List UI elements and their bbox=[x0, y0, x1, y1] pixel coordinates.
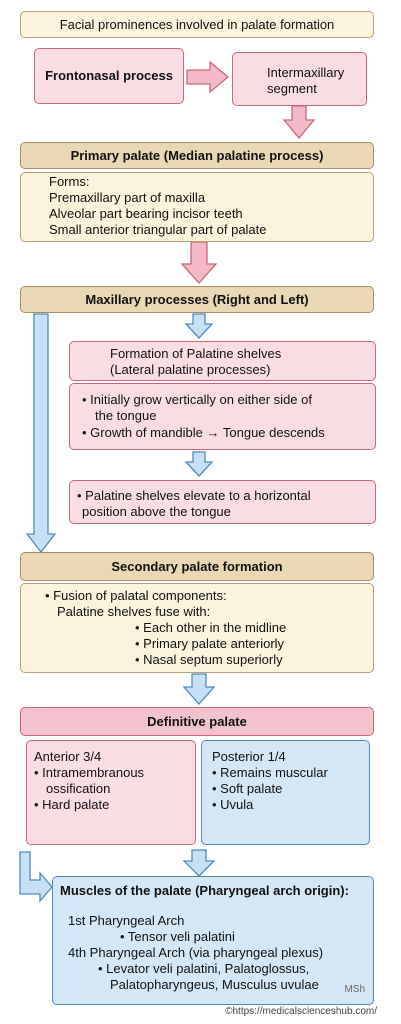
shelves-title-line: Formation of Palatine shelves bbox=[110, 346, 282, 361]
diagram-title-box: Facial prominences involved in palate fo… bbox=[20, 11, 374, 38]
secondary-palate-header: Secondary palate formation bbox=[20, 552, 374, 581]
secondary-item: • Each other in the midline bbox=[135, 620, 287, 635]
signature: MSh bbox=[344, 984, 365, 995]
anterior-box: Anterior 3/4 • Intramembranous ossificat… bbox=[26, 740, 196, 845]
arrow-down-pink bbox=[282, 105, 316, 140]
arrow-down-blue bbox=[182, 849, 216, 877]
arrow-right-pink bbox=[186, 60, 230, 94]
intermaxillary-line: segment bbox=[267, 81, 317, 96]
anterior-item: • Intramembranous bbox=[34, 765, 145, 780]
muscles-title: Muscles of the palate (Pharyngeal arch o… bbox=[60, 883, 349, 898]
primary-item: Small anterior triangular part of palate bbox=[49, 222, 267, 237]
anterior-item-cont: ossification bbox=[46, 781, 111, 796]
credit-text: ©https://medicalscienceshub.com/ bbox=[225, 1006, 377, 1017]
shelves-elevate-box: • Palatine shelves elevate to a horizont… bbox=[69, 480, 376, 524]
elevate-line: position above the tongue bbox=[82, 504, 231, 519]
arrow-long-left-blue bbox=[25, 313, 57, 554]
shelves-bullet: • Initially grow vertically on either si… bbox=[82, 392, 312, 407]
definitive-palate-title: Definitive palate bbox=[147, 713, 247, 729]
posterior-item: • Soft palate bbox=[212, 781, 283, 796]
arch4-item-cont: Palatopharyngeus, Musculus uvulae bbox=[110, 977, 319, 992]
secondary-palate-title: Secondary palate formation bbox=[111, 558, 283, 574]
shelves-bullet: • Growth of mandible → Tongue descends bbox=[82, 425, 325, 440]
forms-label: Forms: bbox=[49, 174, 90, 189]
primary-item: Premaxillary part of maxilla bbox=[49, 190, 206, 205]
primary-palate-body: Forms: Premaxillary part of maxilla Alve… bbox=[20, 172, 374, 242]
definitive-palate-header: Definitive palate bbox=[20, 707, 374, 736]
arch1-label: 1st Pharyngeal Arch bbox=[68, 913, 185, 928]
arrow-down-pink bbox=[180, 241, 218, 284]
maxillary-header: Maxillary processes (Right and Left) bbox=[20, 286, 374, 313]
frontonasal-label: Frontonasal process bbox=[45, 68, 173, 83]
arrow-bent-blue bbox=[19, 851, 53, 903]
anterior-item: • Hard palate bbox=[34, 797, 110, 812]
secondary-item: • Primary palate anteriorly bbox=[135, 636, 285, 651]
arch1-item: • Tensor veli palatini bbox=[120, 929, 235, 944]
shelves-bullet-cont: the tongue bbox=[95, 408, 157, 423]
arch4-item: • Levator veli palatini, Palatoglossus, bbox=[98, 961, 310, 976]
elevate-line: • Palatine shelves elevate to a horizont… bbox=[77, 488, 311, 503]
maxillary-title: Maxillary processes (Right and Left) bbox=[85, 291, 309, 307]
arrow-down-blue bbox=[184, 313, 214, 339]
arch4-label: 4th Pharyngeal Arch (via pharyngeal plex… bbox=[68, 945, 324, 960]
secondary-item: • Nasal septum superiorly bbox=[135, 652, 283, 667]
arrow-down-blue bbox=[182, 673, 216, 705]
intermaxillary-box: Intermaxillary segment bbox=[232, 52, 367, 106]
primary-palate-header: Primary palate (Median palatine process) bbox=[20, 142, 374, 169]
palatine-shelves-title-box: Formation of Palatine shelves (Lateral p… bbox=[69, 341, 376, 381]
frontonasal-box: Frontonasal process bbox=[34, 48, 184, 104]
secondary-line: Palatine shelves fuse with: bbox=[57, 604, 211, 619]
intermaxillary-line: Intermaxillary bbox=[267, 65, 345, 80]
muscles-box: Muscles of the palate (Pharyngeal arch o… bbox=[52, 876, 374, 1005]
posterior-box: Posterior 1/4 • Remains muscular • Soft … bbox=[201, 740, 370, 845]
primary-item: Alveolar part bearing incisor teeth bbox=[49, 206, 243, 221]
posterior-item: • Remains muscular bbox=[212, 765, 328, 780]
posterior-item: • Uvula bbox=[212, 797, 254, 812]
shelves-title-line: (Lateral palatine processes) bbox=[110, 362, 271, 377]
secondary-line: • Fusion of palatal components: bbox=[45, 588, 227, 603]
anterior-title: Anterior 3/4 bbox=[34, 749, 102, 764]
diagram-title: Facial prominences involved in palate fo… bbox=[59, 16, 335, 32]
palatine-shelves-bullets-box: • Initially grow vertically on either si… bbox=[69, 383, 376, 450]
secondary-palate-body: • Fusion of palatal components: Palatine… bbox=[20, 583, 374, 673]
posterior-title: Posterior 1/4 bbox=[212, 749, 286, 764]
primary-palate-title: Primary palate (Median palatine process) bbox=[70, 147, 324, 163]
arrow-down-blue bbox=[184, 451, 214, 477]
